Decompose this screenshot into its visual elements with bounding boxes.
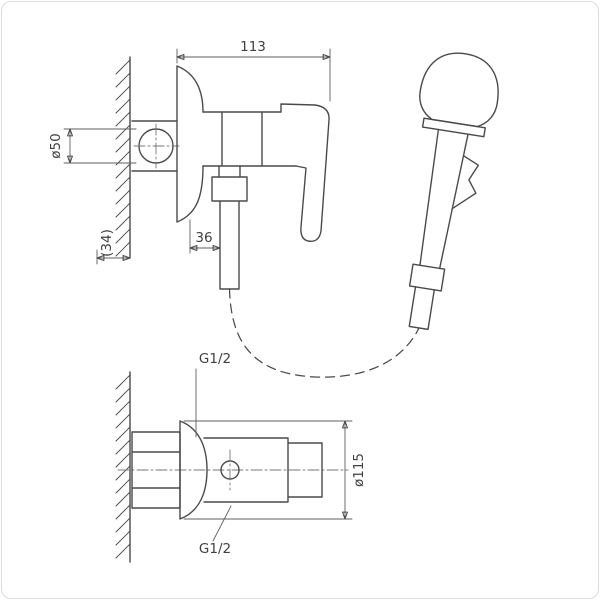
hose-dashed-curve xyxy=(228,288,420,378)
wall-hatching-upper xyxy=(115,59,131,257)
valve-outlet-pipe xyxy=(211,165,248,290)
thread-label-top: G1/2 xyxy=(195,351,231,438)
thread-g12-top-label: G1/2 xyxy=(199,351,231,367)
thread-g12-bottom-label: G1/2 xyxy=(199,541,231,557)
dimension-34: (34) xyxy=(96,229,131,265)
valve-inwall-body xyxy=(131,120,178,172)
sprayer-hook-tab xyxy=(451,155,480,210)
thread-label-bottom: G1/2 xyxy=(199,505,232,557)
flange-profile-lower xyxy=(179,420,208,520)
dim-36-label: 36 xyxy=(195,230,212,246)
dim-diameter-50-label: ø50 xyxy=(48,133,64,158)
sprayer-collar xyxy=(408,263,446,292)
wall-hatching-lower xyxy=(115,374,131,559)
lower-view: G1/2 G1/2 ø115 xyxy=(115,351,367,563)
dimension-diameter-115: ø115 xyxy=(183,420,367,520)
dim-34-label: (34) xyxy=(99,229,115,257)
sprayer-hose-nipple xyxy=(408,286,435,331)
sprayer-head xyxy=(419,52,499,128)
dimension-113: 113 xyxy=(176,39,331,102)
dimension-36: 36 xyxy=(189,219,221,254)
valve-body-lower xyxy=(203,437,323,503)
flange-profile-upper xyxy=(176,65,204,223)
sprayer-face-rim xyxy=(421,117,486,138)
dimension-115-extension-lines xyxy=(183,420,353,520)
upper-view: 113 ø50 (34) 36 xyxy=(48,39,331,290)
dimension-diameter-50: ø50 xyxy=(48,128,137,164)
valve-handle-lever xyxy=(280,103,330,242)
valve-body-upper xyxy=(202,111,297,167)
dim-diameter-115-label: ø115 xyxy=(351,453,367,487)
inlet-circle-centerlines xyxy=(133,123,180,169)
sprayer-handle xyxy=(419,128,469,270)
dimension-50-extension-lines xyxy=(63,128,137,164)
thread-bottom-leader xyxy=(212,505,232,542)
dim-113-label: 113 xyxy=(240,39,266,55)
hand-sprayer xyxy=(408,52,499,331)
